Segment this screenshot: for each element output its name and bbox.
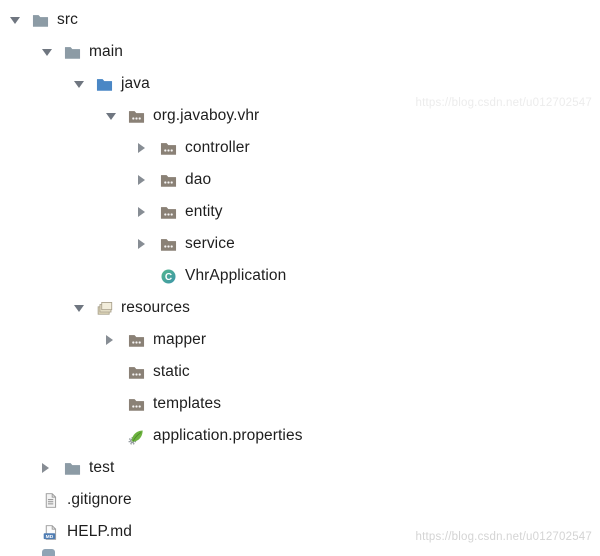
- tree-row-gitignore[interactable]: .gitignore: [0, 484, 600, 516]
- folder-icon: [64, 460, 81, 477]
- tree-row-main[interactable]: main: [0, 36, 600, 68]
- tree-row-test[interactable]: test: [0, 452, 600, 484]
- tree-row-org-javaboy-vhr[interactable]: org.javaboy.vhr: [0, 100, 600, 132]
- tree-item-label: java: [121, 75, 150, 92]
- package-icon: [128, 364, 145, 381]
- package-icon: [128, 396, 145, 413]
- folder-icon: [32, 12, 49, 29]
- tree-item-label: dao: [185, 171, 212, 188]
- tree-item-label: templates: [153, 395, 222, 412]
- package-icon: [160, 204, 177, 221]
- chevron-down-icon[interactable]: [104, 112, 128, 120]
- tree-row-mapper[interactable]: mapper: [0, 324, 600, 356]
- chevron-right-icon[interactable]: [40, 463, 64, 473]
- tree-item-label: controller: [185, 139, 250, 156]
- tree-item-label: VhrApplication: [185, 267, 287, 284]
- tree-row-templates[interactable]: templates: [0, 388, 600, 420]
- tree-row-service[interactable]: service: [0, 228, 600, 260]
- tree-row-dao[interactable]: dao: [0, 164, 600, 196]
- class-icon: [160, 268, 177, 285]
- package-icon: [128, 108, 145, 125]
- tree-row-java[interactable]: java: [0, 68, 600, 100]
- chevron-right-icon[interactable]: [136, 207, 160, 217]
- package-icon: [160, 172, 177, 189]
- tree-item-label: org.javaboy.vhr: [153, 107, 260, 124]
- file-icon: [42, 492, 59, 509]
- tree-row-application-properties[interactable]: application.properties: [0, 420, 600, 452]
- tree-row-resources[interactable]: resources: [0, 292, 600, 324]
- chevron-down-icon[interactable]: [40, 48, 64, 56]
- chevron-down-icon[interactable]: [72, 80, 96, 88]
- tree-row-vhrapplication[interactable]: VhrApplication: [0, 260, 600, 292]
- partial-file-icon: [42, 549, 55, 556]
- tree-item-label: application.properties: [153, 427, 303, 444]
- folder-icon: [64, 44, 81, 61]
- tree-item-label: .gitignore: [67, 491, 132, 508]
- tree-item-label: entity: [185, 203, 223, 220]
- source-folder-icon: [96, 76, 113, 93]
- chevron-down-icon[interactable]: [72, 304, 96, 312]
- spring-leaf-icon: [128, 428, 145, 445]
- tree-item-label: HELP.md: [67, 523, 133, 540]
- chevron-right-icon[interactable]: [136, 239, 160, 249]
- tree-item-label: service: [185, 235, 235, 252]
- tree-row-controller[interactable]: controller: [0, 132, 600, 164]
- markdown-file-icon: [42, 524, 59, 541]
- tree-item-label: src: [57, 11, 78, 28]
- tree-item-label: test: [89, 459, 115, 476]
- package-icon: [160, 140, 177, 157]
- package-icon: [128, 332, 145, 349]
- tree-item-label: static: [153, 363, 190, 380]
- chevron-right-icon[interactable]: [136, 175, 160, 185]
- tree-row-static[interactable]: static: [0, 356, 600, 388]
- chevron-right-icon[interactable]: [104, 335, 128, 345]
- tree-row-src[interactable]: src: [0, 4, 600, 36]
- tree-item-label: main: [89, 43, 123, 60]
- resources-folder-icon: [96, 300, 113, 317]
- tree-row-entity[interactable]: entity: [0, 196, 600, 228]
- chevron-down-icon[interactable]: [8, 16, 32, 24]
- chevron-right-icon[interactable]: [136, 143, 160, 153]
- package-icon: [160, 236, 177, 253]
- tree-item-label: resources: [121, 299, 190, 316]
- tree-item-label: mapper: [153, 331, 207, 348]
- tree-row-help-md[interactable]: HELP.md: [0, 516, 600, 548]
